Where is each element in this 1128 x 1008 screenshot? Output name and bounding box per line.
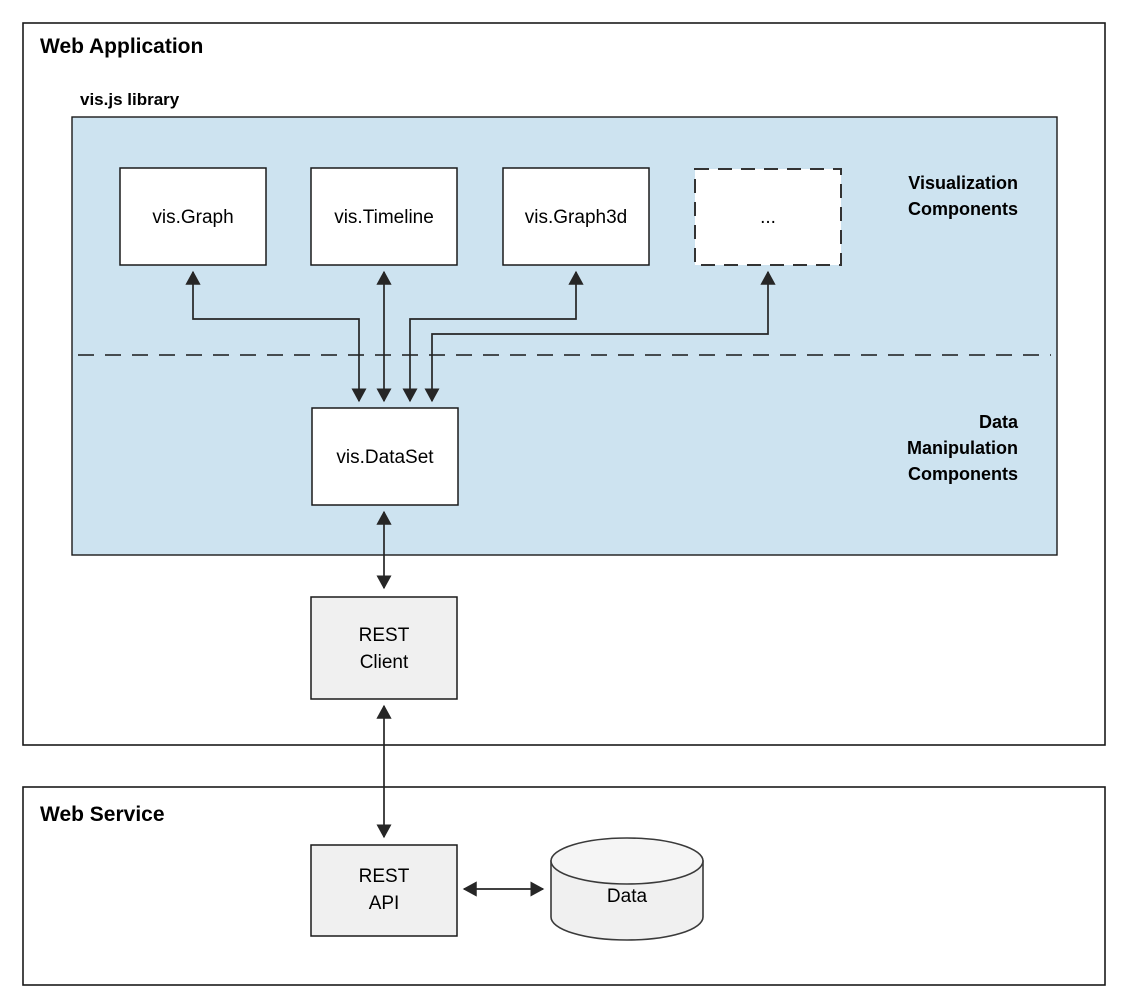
container-title-web-service: Web Service <box>40 803 165 826</box>
node-label-vis-timeline: vis.Timeline <box>334 207 434 228</box>
node-vis-graph[interactable]: vis.Graph <box>119 167 267 266</box>
svg-text:Manipulation: Manipulation <box>907 438 1018 458</box>
node-rest-api[interactable]: REST API <box>310 844 458 937</box>
node-label-data-store: Data <box>607 886 648 907</box>
node-more-components[interactable]: ... <box>694 168 842 266</box>
svg-text:Visualization: Visualization <box>908 173 1018 193</box>
node-label-rest-client-line1: REST <box>359 625 410 646</box>
node-label-more-components: ... <box>760 207 776 228</box>
node-label-rest-api-line1: REST <box>359 866 410 887</box>
node-label-vis-dataset: vis.DataSet <box>336 447 434 468</box>
node-label-rest-api-line2: API <box>369 893 400 914</box>
cylinder-top <box>550 837 704 885</box>
connector-more-to-dataset <box>424 270 776 403</box>
svg-text:Data: Data <box>979 412 1019 432</box>
group-title-visjs-library: vis.js library <box>80 90 180 109</box>
node-label-rest-client-line2: Client <box>360 652 409 673</box>
svg-text:Components: Components <box>908 199 1018 219</box>
svg-text:Components: Components <box>908 464 1018 484</box>
node-vis-graph3d[interactable]: vis.Graph3d <box>502 167 650 266</box>
section-label-visualization: Visualization Components <box>908 173 1018 219</box>
section-label-data-manipulation: Data Manipulation Components <box>907 412 1019 484</box>
node-label-vis-graph3d: vis.Graph3d <box>525 207 627 228</box>
node-vis-dataset[interactable]: vis.DataSet <box>311 407 459 506</box>
node-rest-client[interactable]: REST Client <box>310 596 458 700</box>
node-label-vis-graph: vis.Graph <box>152 207 233 228</box>
node-data-store[interactable]: Data <box>550 837 704 941</box>
node-vis-timeline[interactable]: vis.Timeline <box>310 167 458 266</box>
container-title-web-application: Web Application <box>40 35 203 58</box>
connector-vis-graph-to-dataset <box>185 270 367 403</box>
